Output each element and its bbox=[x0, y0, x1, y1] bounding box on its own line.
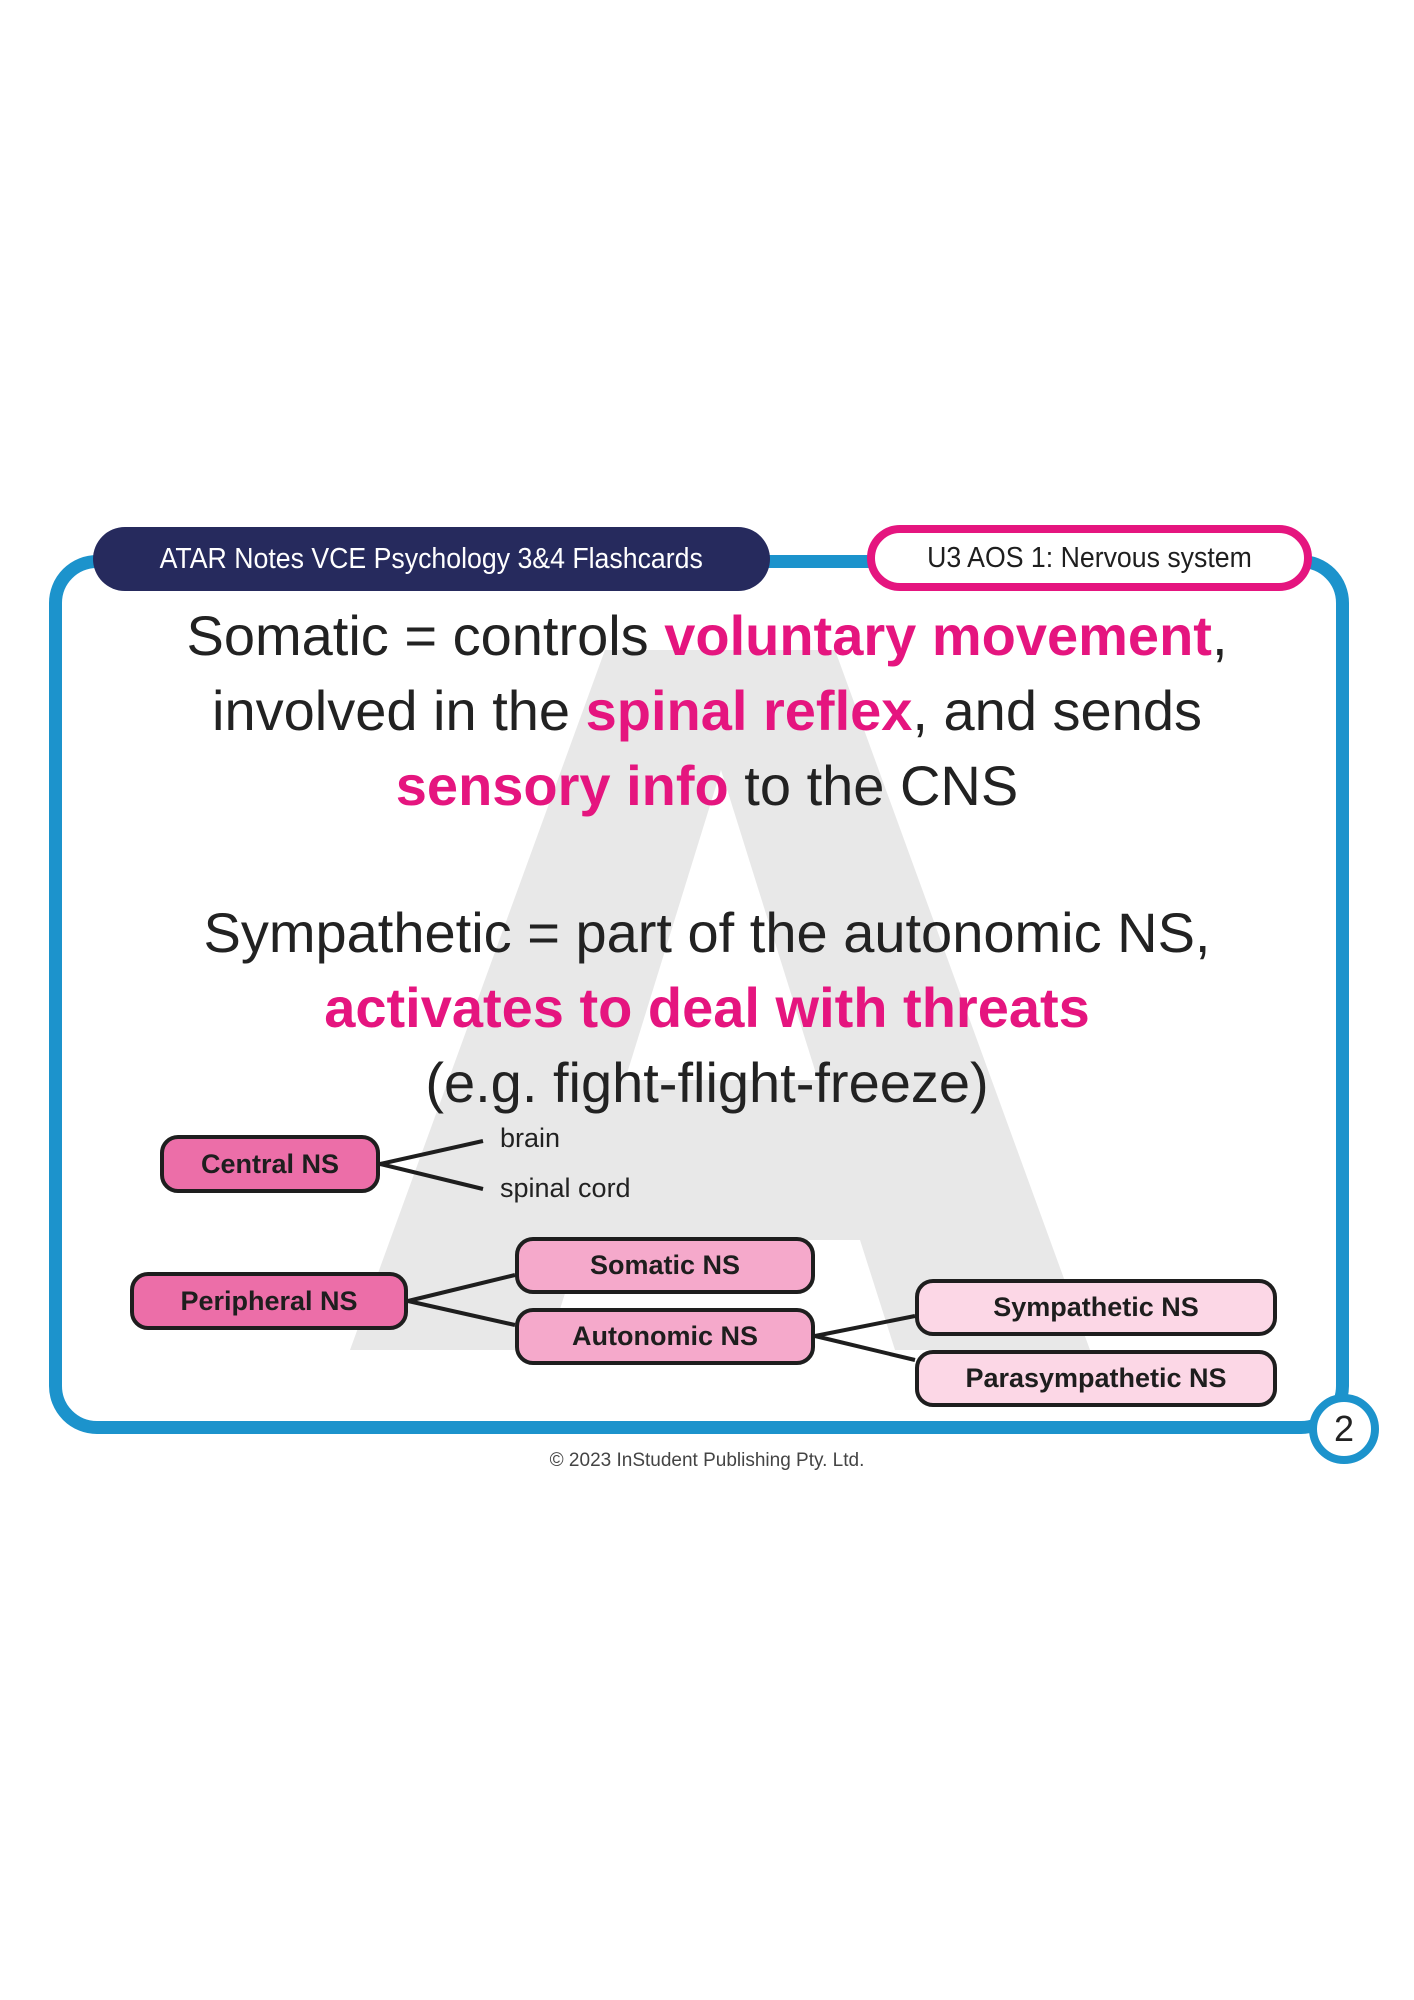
parasympathetic-ns-node: Parasympathetic NS bbox=[915, 1350, 1277, 1407]
somatic-text-mid2: , and sends bbox=[912, 679, 1202, 742]
somatic-text-mid1: , involved in the bbox=[212, 604, 1228, 742]
connector-central-brain bbox=[379, 1139, 484, 1166]
parasympathetic-ns-label: Parasympathetic NS bbox=[965, 1363, 1227, 1393]
sympathetic-ns-node: Sympathetic NS bbox=[915, 1279, 1277, 1336]
sympathetic-term: Sympathetic = part of the autonomic NS, bbox=[203, 901, 1211, 964]
somatic-highlight-reflex: spinal reflex bbox=[585, 679, 913, 742]
connector-autonomic-sympathetic bbox=[814, 1314, 916, 1338]
somatic-text-end: to the CNS bbox=[728, 754, 1019, 817]
peripheral-ns-label: Peripheral NS bbox=[180, 1285, 358, 1316]
somatic-definition: Somatic = controls voluntary movement, i… bbox=[90, 598, 1324, 823]
copyright-notice: © 2023 InStudent Publishing Pty. Ltd. bbox=[549, 1450, 865, 1471]
central-ns-label: Central NS bbox=[200, 1148, 340, 1179]
autonomic-ns-label: Autonomic NS bbox=[572, 1321, 758, 1351]
autonomic-ns-node: Autonomic NS bbox=[515, 1308, 815, 1365]
sympathetic-definition: Sympathetic = part of the autonomic NS, … bbox=[90, 895, 1324, 1120]
topic-pill: U3 AOS 1: Nervous system bbox=[867, 525, 1312, 591]
sympathetic-example: (e.g. fight-flight-freeze) bbox=[425, 1051, 989, 1114]
connector-central-spinal bbox=[379, 1162, 484, 1191]
page-number-badge: 2 bbox=[1309, 1394, 1379, 1464]
peripheral-ns-node: Peripheral NS bbox=[130, 1272, 408, 1330]
page-number: 2 bbox=[1333, 1408, 1355, 1449]
connector-peripheral-autonomic bbox=[407, 1299, 516, 1327]
connector-peripheral-somatic bbox=[407, 1273, 516, 1303]
somatic-highlight-sensory: sensory info bbox=[395, 754, 729, 817]
spinal-cord-label: spinal cord bbox=[500, 1173, 631, 1203]
somatic-term: Somatic = controls bbox=[186, 604, 665, 667]
sympathetic-highlight: activates to deal with threats bbox=[324, 976, 1090, 1039]
sympathetic-ns-label: Sympathetic NS bbox=[993, 1292, 1199, 1322]
somatic-highlight-voluntary: voluntary movement bbox=[664, 604, 1212, 667]
somatic-ns-node: Somatic NS bbox=[515, 1237, 815, 1294]
somatic-ns-label: Somatic NS bbox=[589, 1250, 741, 1280]
watermark-letter-a bbox=[350, 650, 1090, 1350]
topic-label: U3 AOS 1: Nervous system bbox=[927, 541, 1252, 574]
central-ns-node: Central NS bbox=[160, 1135, 380, 1193]
brain-label: brain bbox=[500, 1123, 561, 1153]
connector-autonomic-parasympathetic bbox=[814, 1334, 916, 1362]
series-title: ATAR Notes VCE Psychology 3&4 Flashcards bbox=[159, 542, 704, 575]
series-title-pill: ATAR Notes VCE Psychology 3&4 Flashcards bbox=[93, 527, 770, 591]
